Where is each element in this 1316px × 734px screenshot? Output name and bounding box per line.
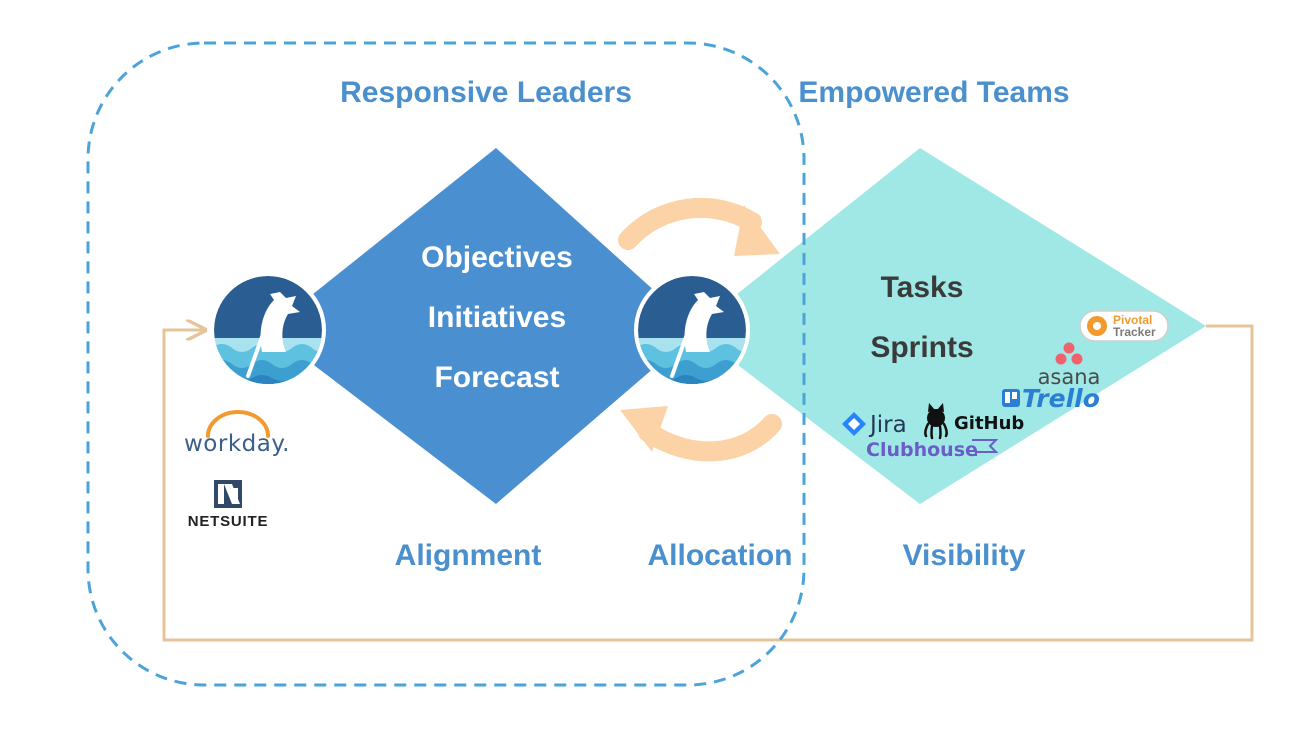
item-sprints: Sprints: [870, 331, 973, 364]
clubhouse-logo: Clubhouse: [866, 439, 999, 461]
github-logo: GitHub: [924, 403, 1024, 440]
label-visibility: Visibility: [903, 539, 1026, 572]
svg-text:GitHub: GitHub: [954, 413, 1024, 434]
workday-logo: workday.: [184, 410, 290, 457]
header-responsive-leaders: Responsive Leaders: [340, 76, 632, 109]
svg-text:asana: asana: [1038, 365, 1101, 389]
dragon-boat-icon: [210, 272, 326, 388]
header-empowered-teams: Empowered Teams: [798, 76, 1069, 109]
item-tasks: Tasks: [881, 271, 964, 304]
item-objectives: Objectives: [421, 241, 573, 274]
label-allocation: Allocation: [647, 539, 792, 572]
label-alignment: Alignment: [395, 539, 542, 572]
trello-logo: Trello: [1002, 384, 1100, 413]
svg-text:Trello: Trello: [1022, 384, 1100, 413]
teams-diamond: [692, 148, 1206, 504]
dragon-boat-icon: [634, 272, 750, 388]
svg-text:Clubhouse: Clubhouse: [866, 439, 978, 461]
asana-logo: asana: [1038, 342, 1101, 389]
svg-text:workday.: workday.: [184, 431, 290, 457]
jira-logo: Jira: [842, 412, 907, 438]
svg-text:Pivotal: Pivotal: [1113, 313, 1152, 327]
netsuite-logo: NETSUITE: [188, 480, 269, 530]
cycle-arrow-bottom: [620, 406, 782, 462]
item-initiatives: Initiatives: [428, 301, 566, 334]
svg-text:Tracker: Tracker: [1113, 325, 1156, 339]
cycle-arrow-top: [618, 197, 780, 256]
pivotal-tracker-logo: Pivotal Tracker: [1079, 310, 1169, 342]
svg-text:Jira: Jira: [868, 412, 907, 438]
leaders-boundary: [86, 41, 806, 687]
feedback-loop-line: [162, 326, 1254, 642]
item-forecast: Forecast: [434, 361, 559, 394]
leaders-diamond: [268, 148, 698, 504]
svg-text:NETSUITE: NETSUITE: [188, 513, 269, 530]
